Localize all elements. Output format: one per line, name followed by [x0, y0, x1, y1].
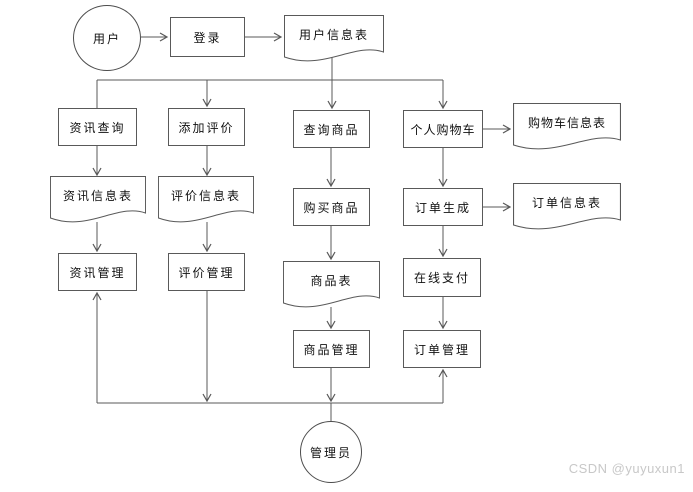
node-label: 管理员: [309, 445, 352, 460]
node-login: 登录: [170, 17, 245, 57]
node-order-generate: 订单生成: [403, 188, 483, 226]
node-label: 资讯查询: [69, 120, 126, 135]
document-shape: [283, 261, 380, 308]
node-query-goods: 查询商品: [293, 110, 370, 148]
node-order-mgmt: 订单管理: [403, 330, 481, 368]
node-label: 资讯管理: [69, 265, 126, 280]
node-label: 评价信息表: [170, 188, 241, 203]
node-label: 在线支付: [413, 271, 470, 285]
node-goods-mgmt: 商品管理: [293, 330, 370, 368]
node-label: 用户: [92, 31, 121, 46]
node-cart-info-table: 购物车信息表: [513, 103, 621, 153]
node-label: 用户信息表: [298, 27, 369, 42]
node-label: 个人购物车: [410, 122, 476, 137]
node-user-info-table: 用户信息表: [284, 15, 384, 65]
csdn-watermark: CSDN @yuyuxun1: [568, 461, 685, 476]
node-info-table: 资讯信息表: [50, 176, 146, 226]
node-label: 订单生成: [414, 200, 471, 215]
node-buy-goods: 购买商品: [293, 188, 370, 226]
node-admin: 管理员: [300, 421, 362, 483]
node-label: 商品表: [310, 273, 353, 288]
node-label: 添加评价: [178, 120, 235, 135]
document-shape: [50, 176, 146, 223]
document-shape: [158, 176, 254, 223]
node-label: 查询商品: [303, 122, 360, 137]
node-label: 订单管理: [413, 342, 470, 357]
node-label: 评价管理: [178, 265, 235, 280]
node-label: 商品管理: [303, 342, 360, 357]
node-add-review: 添加评价: [168, 108, 245, 146]
node-info-mgmt: 资讯管理: [58, 253, 137, 291]
node-review-table: 评价信息表: [158, 176, 254, 226]
node-order-info-table: 订单信息表: [513, 183, 621, 233]
node-label: 购物车信息表: [527, 115, 606, 130]
node-label: 购买商品: [303, 200, 360, 215]
node-user: 用户: [73, 5, 141, 71]
node-personal-cart: 个人购物车: [403, 110, 483, 148]
document-shape: [284, 15, 384, 62]
node-label: 资讯信息表: [62, 188, 133, 203]
node-online-payment: 在线支付: [403, 258, 481, 297]
node-info-query: 资讯查询: [58, 108, 137, 146]
document-shape: [513, 183, 621, 230]
node-label: 订单信息表: [531, 195, 602, 210]
node-review-mgmt: 评价管理: [168, 253, 245, 291]
document-shape: [513, 103, 621, 150]
node-label: 登录: [193, 30, 222, 45]
node-goods-table: 商品表: [283, 261, 380, 311]
